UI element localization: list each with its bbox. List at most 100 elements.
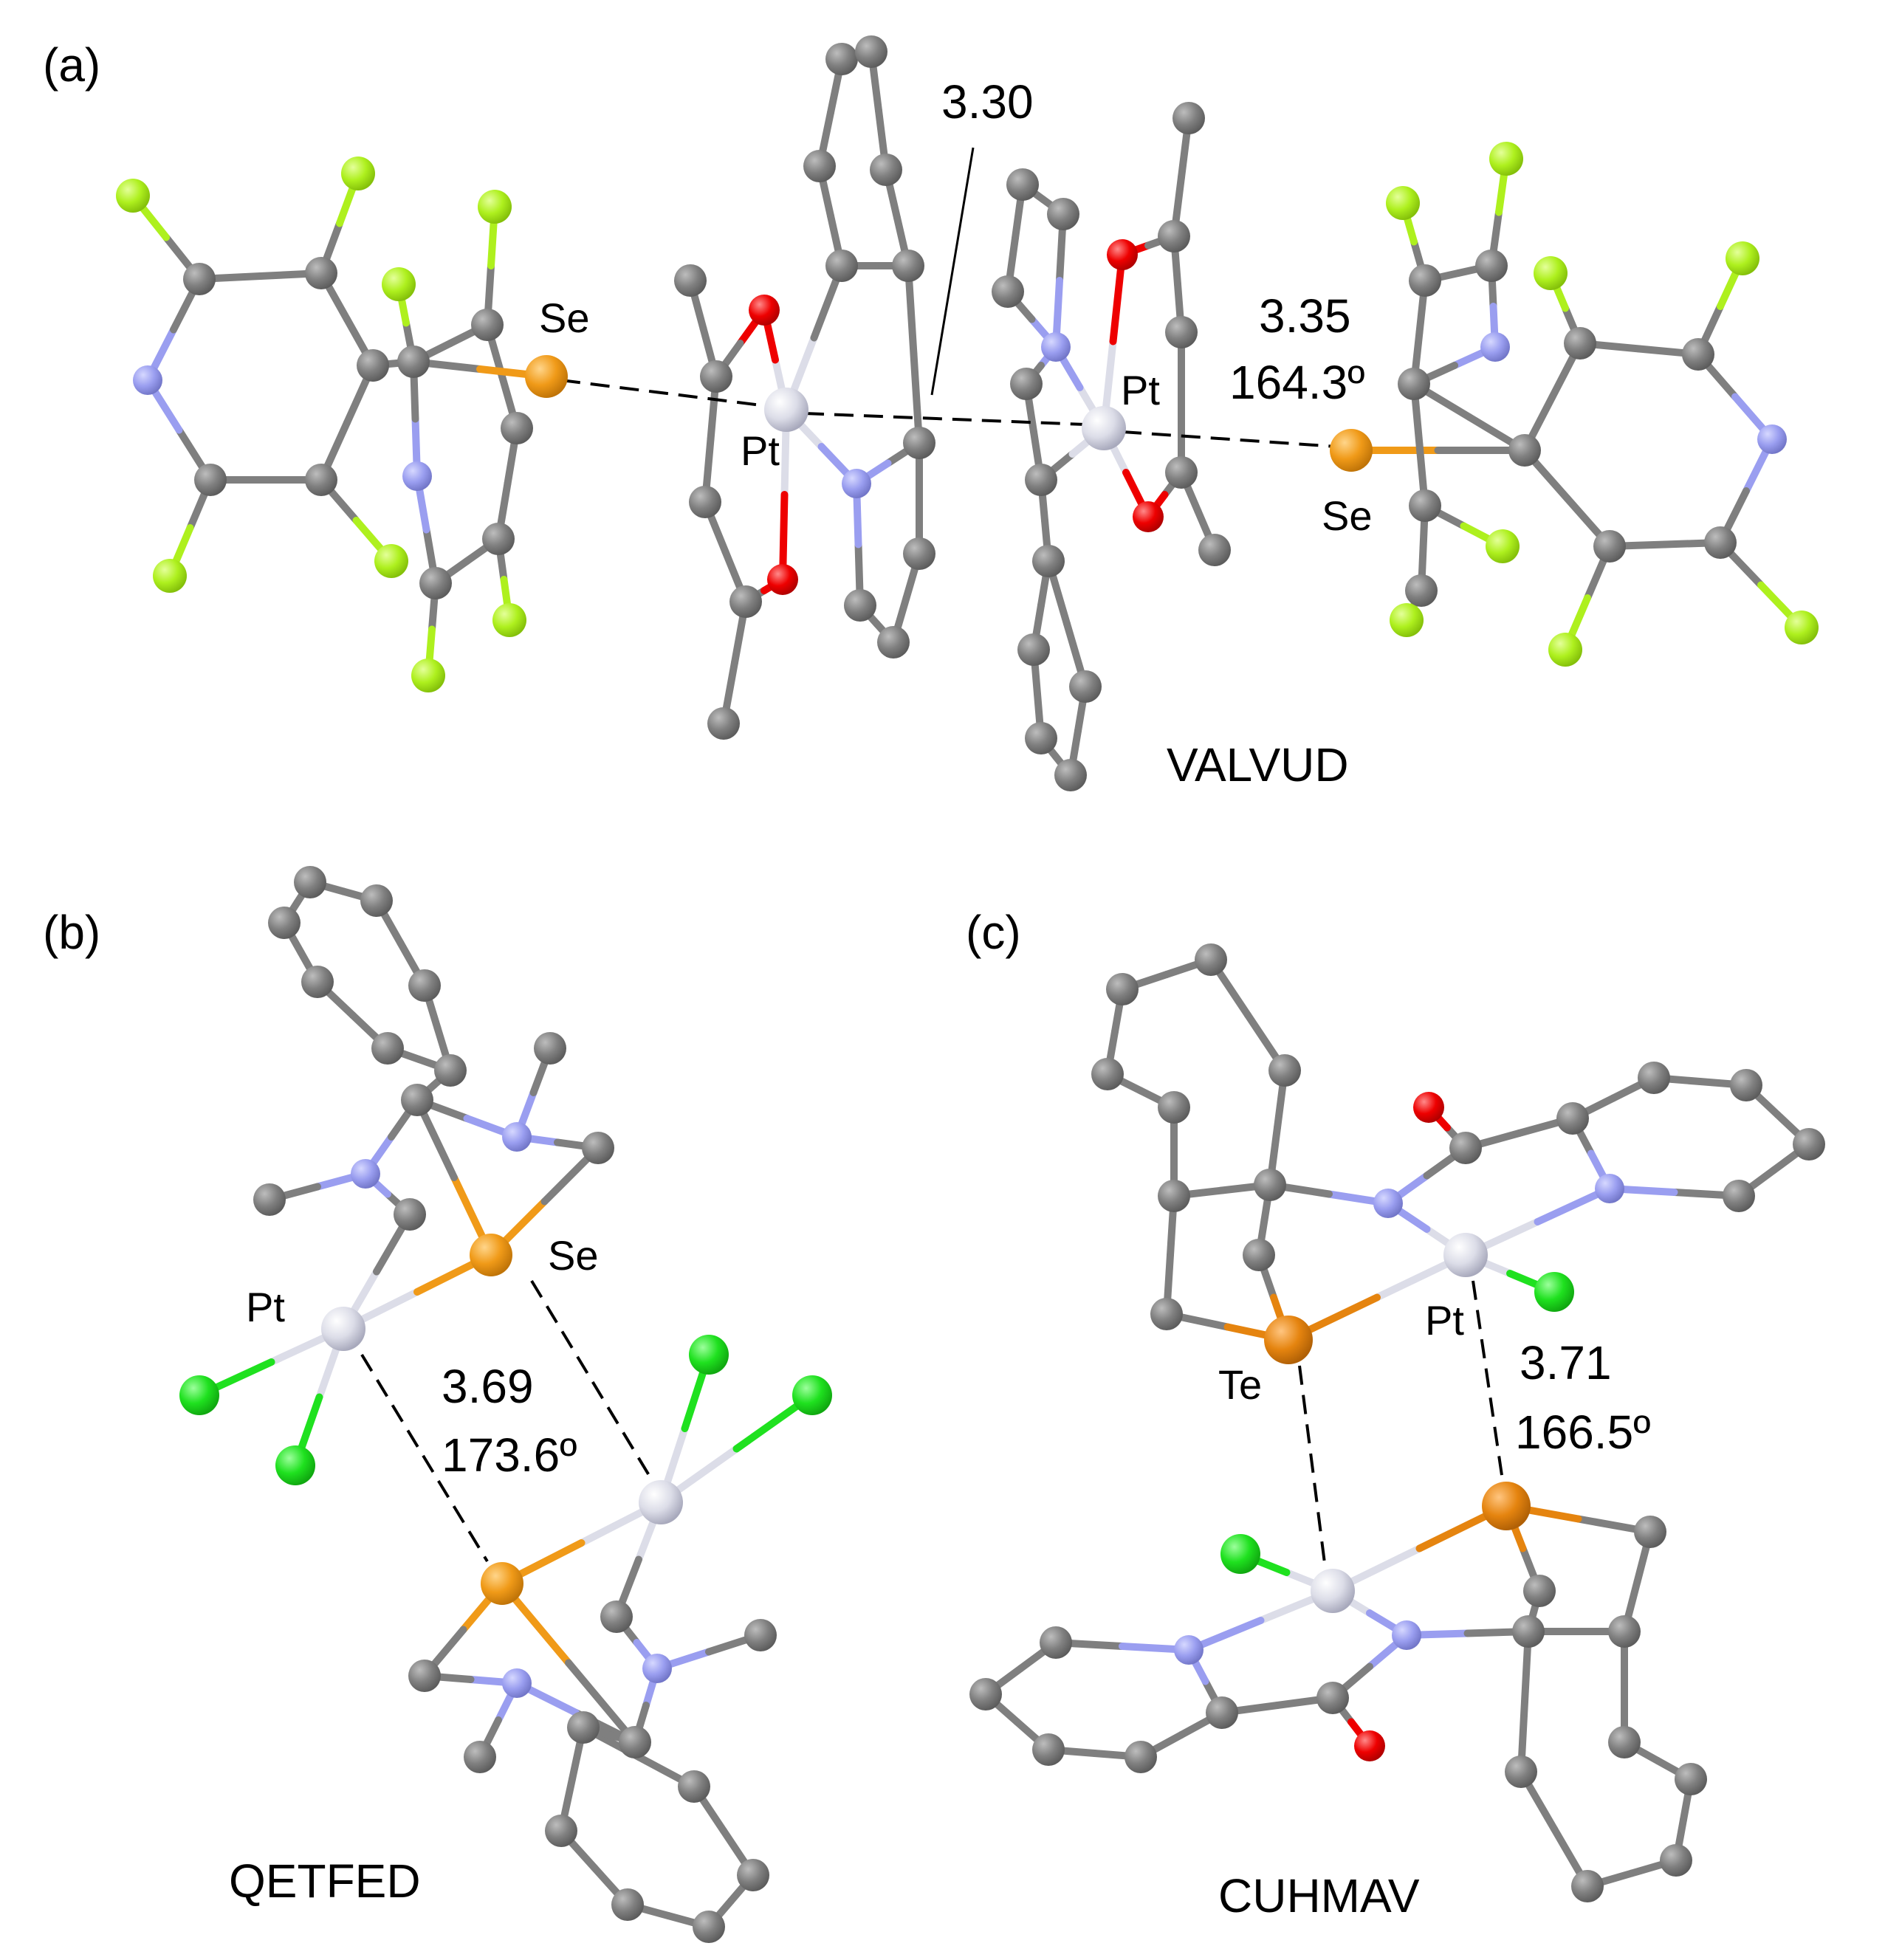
c-bottom-atom-c-18 xyxy=(1660,1844,1692,1877)
a-right-pt-atom-c-4 xyxy=(1172,102,1205,134)
a-right-ligand-atom-n-4 xyxy=(1757,424,1787,454)
b-top-atom-pt-0 xyxy=(321,1307,365,1351)
a-left-ligand-atom-c-4 xyxy=(194,464,227,496)
a-right-ligand-atom-c-3 xyxy=(1682,338,1714,371)
a-right-pt-atom-c-12 xyxy=(1010,368,1043,400)
c-bottom-atom-c-13 xyxy=(1608,1615,1641,1648)
a-right-ligand-atom-se-0 xyxy=(1330,429,1373,472)
a-left-ligand-atom-c-10 xyxy=(397,345,430,378)
c-top-atom-pt-0 xyxy=(1443,1233,1488,1277)
a-left-ligand-atom-c-3 xyxy=(305,464,337,496)
panel-c: (c) Te Pt 3.71 166.5º CUHMAV xyxy=(966,906,1651,1922)
a-right-ligand-atom-f-19 xyxy=(1390,603,1424,637)
panel-a-se-pt-angle: 164.3º xyxy=(1229,356,1365,409)
c-bottom-atom-c-17 xyxy=(1675,1763,1707,1795)
a-right-pt-atom-c-14 xyxy=(1032,545,1065,577)
c-top-atom-c-7 xyxy=(1638,1062,1670,1094)
a-right-ligand-atom-c-2 xyxy=(1564,327,1596,360)
b-top-atom-se-1 xyxy=(470,1234,512,1276)
a-left-ligand-atom-c-2 xyxy=(357,349,389,382)
panel-a-se-label-right: Se xyxy=(1322,492,1373,539)
b-bottom-bond-8-b xyxy=(565,1659,639,1746)
c-bottom-atom-c-15 xyxy=(1523,1575,1556,1607)
a-right-ligand-atom-f-8 xyxy=(1785,611,1819,644)
a-left-ligand-atom-n-5 xyxy=(133,365,162,395)
c-top-atom-te-1 xyxy=(1264,1316,1313,1364)
b-top-atom-cl-17 xyxy=(275,1445,315,1485)
c-bottom-atom-c-12 xyxy=(1512,1615,1545,1648)
b-bottom-atom-cl-15 xyxy=(689,1335,729,1375)
c-bottom-atom-c-6 xyxy=(1206,1696,1238,1729)
c-top-atom-c-4 xyxy=(1449,1132,1482,1164)
panel-a-distance-leader xyxy=(930,147,975,396)
b-bottom-atom-c-2 xyxy=(600,1600,633,1633)
c-bottom-atom-c-9 xyxy=(969,1678,1002,1710)
panel-b-csd-code: QETFED xyxy=(229,1854,421,1908)
a-right-ligand-atom-f-7 xyxy=(1726,241,1759,275)
panel-c-pt-label: Pt xyxy=(1425,1297,1464,1344)
panel-b-se-label: Se xyxy=(548,1232,599,1279)
b-bottom-atom-c-5 xyxy=(619,1726,651,1758)
b-bottom-atom-c-11 xyxy=(611,1888,644,1921)
a-left-pt-atom-c-9 xyxy=(825,250,858,282)
contact-lines-layer xyxy=(360,379,1504,1569)
b-top-atom-c-11 xyxy=(301,966,334,998)
a-right-pt-atom-pt-0 xyxy=(1082,406,1126,450)
a-right-ligand-atom-c-6 xyxy=(1593,530,1626,563)
a-right-pt-atom-c-11 xyxy=(1047,198,1079,230)
a-left-pt-atom-c-18 xyxy=(844,589,876,622)
b-bottom-atom-c-12 xyxy=(693,1911,725,1943)
c-top-atom-c-10 xyxy=(1723,1180,1755,1212)
b-bottom-atom-c-10 xyxy=(545,1815,577,1847)
c-top-atom-c-6 xyxy=(1556,1102,1589,1135)
c-top-atom-c-19 xyxy=(1195,943,1227,976)
b-top-atom-c-5 xyxy=(401,1084,433,1116)
b-top-atom-n-3 xyxy=(351,1159,380,1189)
a-left-pt-atom-o-2 xyxy=(767,564,798,595)
a-right-pt-atom-c-5 xyxy=(1165,316,1198,348)
c-bottom-atom-c-7 xyxy=(1125,1741,1157,1773)
b-bottom-atom-n-3 xyxy=(642,1654,672,1683)
c-top-atom-n-2 xyxy=(1373,1189,1403,1218)
b-bottom-atom-c-13 xyxy=(737,1859,769,1891)
b-top-atom-c-14 xyxy=(360,884,393,917)
c-top-atom-c-12 xyxy=(1254,1169,1286,1201)
a-left-ligand-atom-c-1 xyxy=(305,257,337,289)
b-top-atom-c-12 xyxy=(268,907,301,939)
a-right-pt-atom-n-8 xyxy=(1041,332,1071,362)
c-bottom-atom-pt-0 xyxy=(1311,1569,1355,1613)
panel-a-csd-code: VALVUD xyxy=(1167,738,1349,791)
a-right-ligand-atom-c-12 xyxy=(1409,264,1441,297)
panel-b-se-pt-angle: 173.6º xyxy=(442,1428,577,1482)
a-right-ligand-atom-c-11 xyxy=(1398,368,1430,400)
c-top-atom-c-17 xyxy=(1091,1058,1124,1090)
a-left-ligand-atom-c-11 xyxy=(471,309,504,341)
b-top-atom-c-4 xyxy=(253,1183,286,1216)
a-left-ligand-atom-f-19 xyxy=(492,603,526,637)
b-bottom-atom-c-8 xyxy=(464,1741,496,1773)
a-left-ligand-atom-f-6 xyxy=(116,179,150,213)
b-bottom-atom-n-6 xyxy=(502,1668,532,1698)
a-right-ligand-atom-c-13 xyxy=(1475,250,1508,282)
c-top-atom-o-5 xyxy=(1413,1092,1444,1123)
c-top-atom-c-14 xyxy=(1150,1298,1183,1330)
panel-a-se-pt-distance: 3.35 xyxy=(1259,289,1351,343)
a-left-pt-atom-c-16 xyxy=(903,537,935,570)
b-bottom-atom-c-4 xyxy=(744,1619,777,1651)
a-left-pt-atom-o-1 xyxy=(749,295,780,326)
c-top-atom-n-3 xyxy=(1595,1174,1624,1203)
a-left-ligand-atom-f-16 xyxy=(478,190,512,224)
b-top-atom-c-10 xyxy=(371,1032,404,1065)
a-right-pt-atom-c-3 xyxy=(1158,220,1190,252)
b-bottom-atom-pt-0 xyxy=(639,1480,683,1524)
panel-b-label: (b) xyxy=(43,906,100,959)
a-right-pt-atom-c-7 xyxy=(1198,534,1231,566)
a-left-pt-atom-c-17 xyxy=(877,626,910,659)
atoms-layer xyxy=(116,35,1825,1943)
a-left-ligand-atom-n-13 xyxy=(402,461,432,491)
a-left-pt-atom-c-5 xyxy=(689,486,721,518)
b-bottom-atom-c-7 xyxy=(408,1660,441,1692)
c-top-atom-cl-11 xyxy=(1534,1272,1574,1312)
b-top-atom-n-6 xyxy=(502,1122,532,1152)
